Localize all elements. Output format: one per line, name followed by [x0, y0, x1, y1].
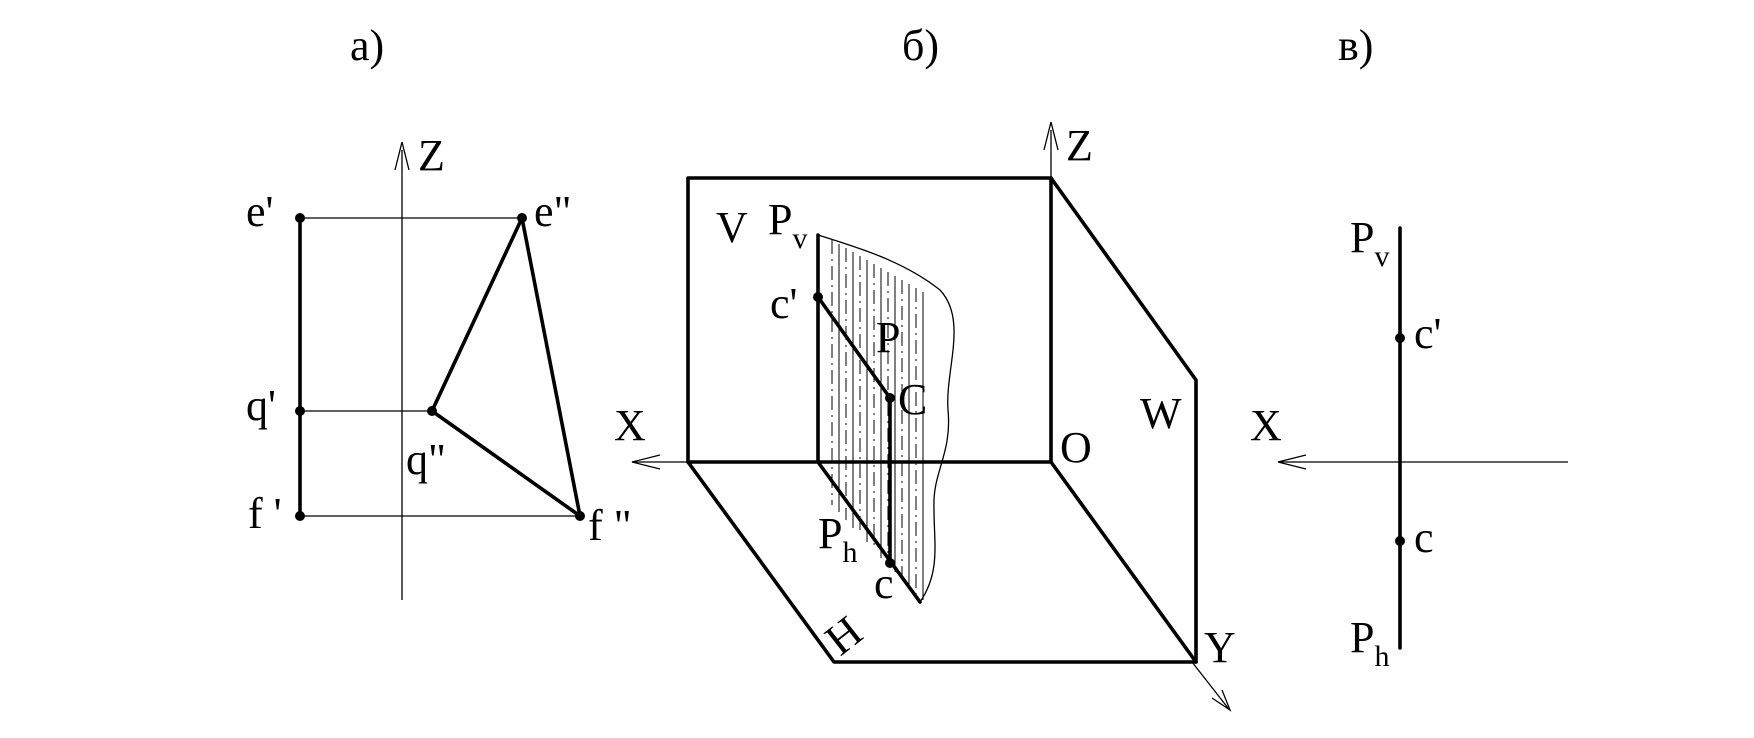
projector-c1-to-c — [816, 295, 892, 400]
panel-b-label-h: H — [816, 607, 871, 665]
plane-p-outline — [817, 234, 955, 603]
panel-a-label-q2: q" — [406, 435, 446, 484]
panel-b-x-label: X — [614, 401, 646, 450]
panel-b: б) Z X Y — [614, 21, 1236, 712]
panel-b-z-arrow — [1043, 121, 1059, 151]
panel-a-triangle-profile — [430, 216, 582, 518]
panel-a-point-e1 — [295, 213, 305, 223]
panel-c: в) X Pv c' c Ph — [1250, 21, 1568, 673]
panel-b-label-o: O — [1060, 423, 1092, 472]
panel-a-label-e1: e' — [246, 187, 273, 236]
panel-a-point-f2 — [575, 511, 585, 521]
panel-b-label-ph: Ph — [818, 509, 857, 569]
panel-b-label-p: P — [876, 313, 900, 362]
panel-c-point-c — [1395, 536, 1405, 546]
panel-a-z-label: Z — [418, 131, 445, 180]
panel-a-label-f2: f " — [588, 501, 632, 550]
panel-a-label-q1: q' — [246, 381, 276, 430]
panel-a-point-q1 — [295, 406, 305, 416]
panel-b-y-arrow — [1211, 689, 1232, 712]
panel-b-label-w: W — [1140, 389, 1182, 438]
panel-a-point-q2 — [427, 406, 437, 416]
plane-w-frame — [1049, 176, 1198, 664]
panel-c-point-c1 — [1395, 333, 1405, 343]
panel-a: а) Z e' e" q' q" f ' f " — [246, 21, 632, 600]
panel-a-label-e2: e" — [534, 187, 572, 236]
panel-a-z-arrow — [394, 141, 410, 171]
panel-b-point-c1 — [813, 292, 823, 302]
panel-b-label-c-big: C — [898, 375, 927, 424]
panel-b-x-arrow — [631, 454, 661, 470]
panel-c-label-ph: Ph — [1350, 613, 1389, 673]
panel-c-label-c1: c' — [1414, 309, 1441, 358]
panel-b-label-v: V — [716, 203, 748, 252]
panel-b-caption: б) — [902, 21, 939, 70]
panel-a-point-e2 — [517, 213, 527, 223]
panel-b-y-label: Y — [1204, 623, 1236, 672]
panel-b-y-axis — [1191, 661, 1229, 709]
panel-b-label-pv: Pv — [768, 195, 807, 255]
panel-b-point-c-big — [885, 393, 895, 403]
panel-c-x-arrow — [1277, 454, 1307, 470]
panel-c-label-c: c — [1414, 513, 1434, 562]
panel-c-caption: в) — [1338, 21, 1373, 70]
panel-b-label-c: c — [874, 559, 894, 608]
trace-ph-line — [816, 460, 922, 604]
panel-b-z-label: Z — [1066, 121, 1093, 170]
panel-c-x-label: X — [1250, 401, 1282, 450]
panel-c-label-pv: Pv — [1350, 213, 1389, 273]
panel-b-label-c1: c' — [770, 279, 797, 328]
plane-h-frame — [686, 460, 1198, 664]
panel-a-point-f1 — [295, 511, 305, 521]
panel-a-label-f1: f ' — [248, 489, 282, 538]
panel-b-point-c — [885, 558, 895, 568]
panel-a-caption: а) — [350, 21, 384, 70]
